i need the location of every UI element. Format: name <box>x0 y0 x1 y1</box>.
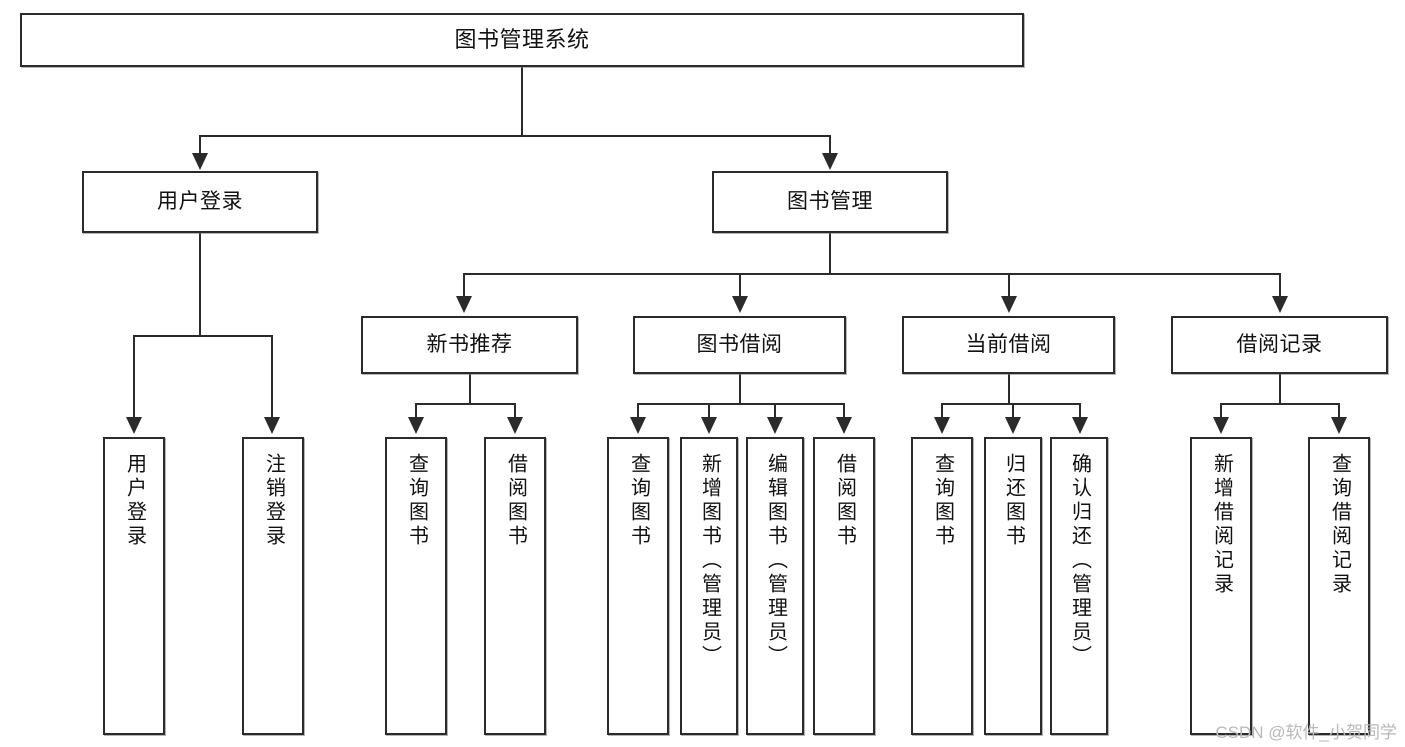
node-leaf-add-book[interactable]: 新增图书（管理员） <box>680 437 738 735</box>
connector-root-stem <box>521 67 523 135</box>
arrow-book-manage-to-new-book-rec <box>456 296 472 313</box>
node-label: 图书管理系统 <box>454 27 590 53</box>
connector-current-loan-to-leaf-2 <box>1012 403 1014 419</box>
connector-current-loan-to-leaf-1 <box>941 403 943 419</box>
arrow-user-login-to-leaf-1 <box>126 417 142 434</box>
node-label: 确认归还（管理员） <box>1068 453 1091 669</box>
arrow-root-to-user-login <box>192 153 208 170</box>
connector-loan-record-stem <box>1279 374 1281 405</box>
node-label: 借阅图书 <box>833 453 856 549</box>
arrow-current-loan-to-leaf-2 <box>1005 417 1021 434</box>
node-leaf-borrow-book-2[interactable]: 借阅图书 <box>813 437 875 735</box>
arrow-book-manage-to-current-loan <box>1001 296 1017 313</box>
connector-root-bus <box>199 135 831 137</box>
node-root-system[interactable]: 图书管理系统 <box>20 13 1024 67</box>
node-user-login[interactable]: 用户登录 <box>82 171 318 233</box>
connector-book-manage-to-new-book-rec <box>463 273 465 298</box>
arrow-current-loan-to-leaf-3 <box>1072 417 1088 434</box>
node-leaf-logout[interactable]: 注销登录 <box>242 437 304 735</box>
arrow-new-book-rec-to-leaf-1 <box>408 417 424 434</box>
node-label: 新增图书（管理员） <box>698 453 721 669</box>
connector-user-login-to-leaf-2 <box>271 335 273 419</box>
node-current-loan[interactable]: 当前借阅 <box>902 316 1115 374</box>
connector-user-login-stem <box>199 233 201 335</box>
node-leaf-confirm-return[interactable]: 确认归还（管理员） <box>1050 437 1108 735</box>
arrow-loan-record-to-leaf-1 <box>1213 417 1229 434</box>
arrow-root-to-book-manage <box>822 153 838 170</box>
arrow-new-book-rec-to-leaf-2 <box>507 417 523 434</box>
connector-root-to-user-login <box>199 135 201 157</box>
connector-new-book-rec-to-leaf-2 <box>514 403 516 419</box>
connector-book-manage-bus <box>463 273 1280 275</box>
node-leaf-user-login[interactable]: 用户登录 <box>103 437 165 735</box>
connector-new-book-rec-bus <box>415 403 515 405</box>
connector-book-borrow-to-leaf-4 <box>843 403 845 419</box>
node-label: 借阅图书 <box>504 453 527 549</box>
arrow-book-borrow-to-leaf-1 <box>630 417 646 434</box>
node-label: 借阅记录 <box>1236 332 1323 356</box>
arrow-book-borrow-to-leaf-2 <box>701 417 717 434</box>
connector-book-manage-to-current-loan <box>1008 273 1010 298</box>
arrow-book-borrow-to-leaf-4 <box>836 417 852 434</box>
connector-book-borrow-stem <box>739 374 741 405</box>
connector-current-loan-stem <box>1008 374 1010 405</box>
csdn-watermark: CSDN @软件_小贺同学 <box>1215 723 1397 742</box>
connector-book-borrow-to-leaf-1 <box>637 403 639 419</box>
node-leaf-query-book-3[interactable]: 查询图书 <box>911 437 973 735</box>
connector-book-borrow-to-leaf-2 <box>708 403 710 419</box>
connector-new-book-rec-stem <box>469 374 471 405</box>
connector-new-book-rec-to-leaf-1 <box>415 403 417 419</box>
node-label: 用户登录 <box>157 189 243 213</box>
connector-current-loan-bus <box>941 403 1080 405</box>
arrow-book-manage-to-loan-record <box>1272 296 1288 313</box>
node-label: 查询图书 <box>627 453 650 549</box>
connector-loan-record-to-leaf-1 <box>1220 403 1222 419</box>
arrow-user-login-to-leaf-2 <box>264 417 280 434</box>
node-label: 用户登录 <box>123 453 146 549</box>
node-label: 注销登录 <box>262 453 285 549</box>
arrow-current-loan-to-leaf-1 <box>934 417 950 434</box>
connector-book-manage-stem <box>829 233 831 275</box>
connector-loan-record-bus <box>1220 403 1339 405</box>
connector-current-loan-to-leaf-3 <box>1079 403 1081 419</box>
connector-user-login-bus <box>133 335 273 337</box>
connector-user-login-to-leaf-1 <box>133 335 135 419</box>
node-label: 查询图书 <box>931 453 954 549</box>
node-leaf-query-book-1[interactable]: 查询图书 <box>385 437 447 735</box>
node-label: 查询图书 <box>405 453 428 549</box>
connector-book-manage-to-loan-record <box>1279 273 1281 298</box>
node-label: 编辑图书（管理员） <box>764 453 787 669</box>
node-leaf-edit-book[interactable]: 编辑图书（管理员） <box>746 437 804 735</box>
node-label: 图书管理 <box>787 189 873 213</box>
node-leaf-return-book[interactable]: 归还图书 <box>984 437 1042 735</box>
node-leaf-add-loan-record[interactable]: 新增借阅记录 <box>1190 437 1252 735</box>
node-new-book-recommend[interactable]: 新书推荐 <box>361 316 578 374</box>
connector-book-manage-to-book-borrow <box>739 273 741 298</box>
node-leaf-query-loan-record[interactable]: 查询借阅记录 <box>1308 437 1370 735</box>
arrow-book-borrow-to-leaf-3 <box>767 417 783 434</box>
connector-loan-record-to-leaf-2 <box>1338 403 1340 419</box>
node-book-borrow[interactable]: 图书借阅 <box>633 316 846 374</box>
node-label: 查询借阅记录 <box>1328 453 1351 597</box>
node-label: 归还图书 <box>1002 453 1025 549</box>
node-leaf-query-book-2[interactable]: 查询图书 <box>607 437 669 735</box>
node-label: 新书推荐 <box>426 332 513 356</box>
connector-root-to-book-manage <box>829 135 831 157</box>
connector-book-borrow-to-leaf-3 <box>774 403 776 419</box>
node-label: 当前借阅 <box>965 332 1052 356</box>
node-label: 图书借阅 <box>696 332 783 356</box>
connector-book-borrow-bus <box>637 403 844 405</box>
node-label: 新增借阅记录 <box>1210 453 1233 597</box>
arrow-loan-record-to-leaf-2 <box>1331 417 1347 434</box>
node-book-manage[interactable]: 图书管理 <box>712 171 948 233</box>
node-leaf-borrow-book-1[interactable]: 借阅图书 <box>484 437 546 735</box>
node-loan-record[interactable]: 借阅记录 <box>1171 316 1388 374</box>
arrow-book-manage-to-book-borrow <box>732 296 748 313</box>
